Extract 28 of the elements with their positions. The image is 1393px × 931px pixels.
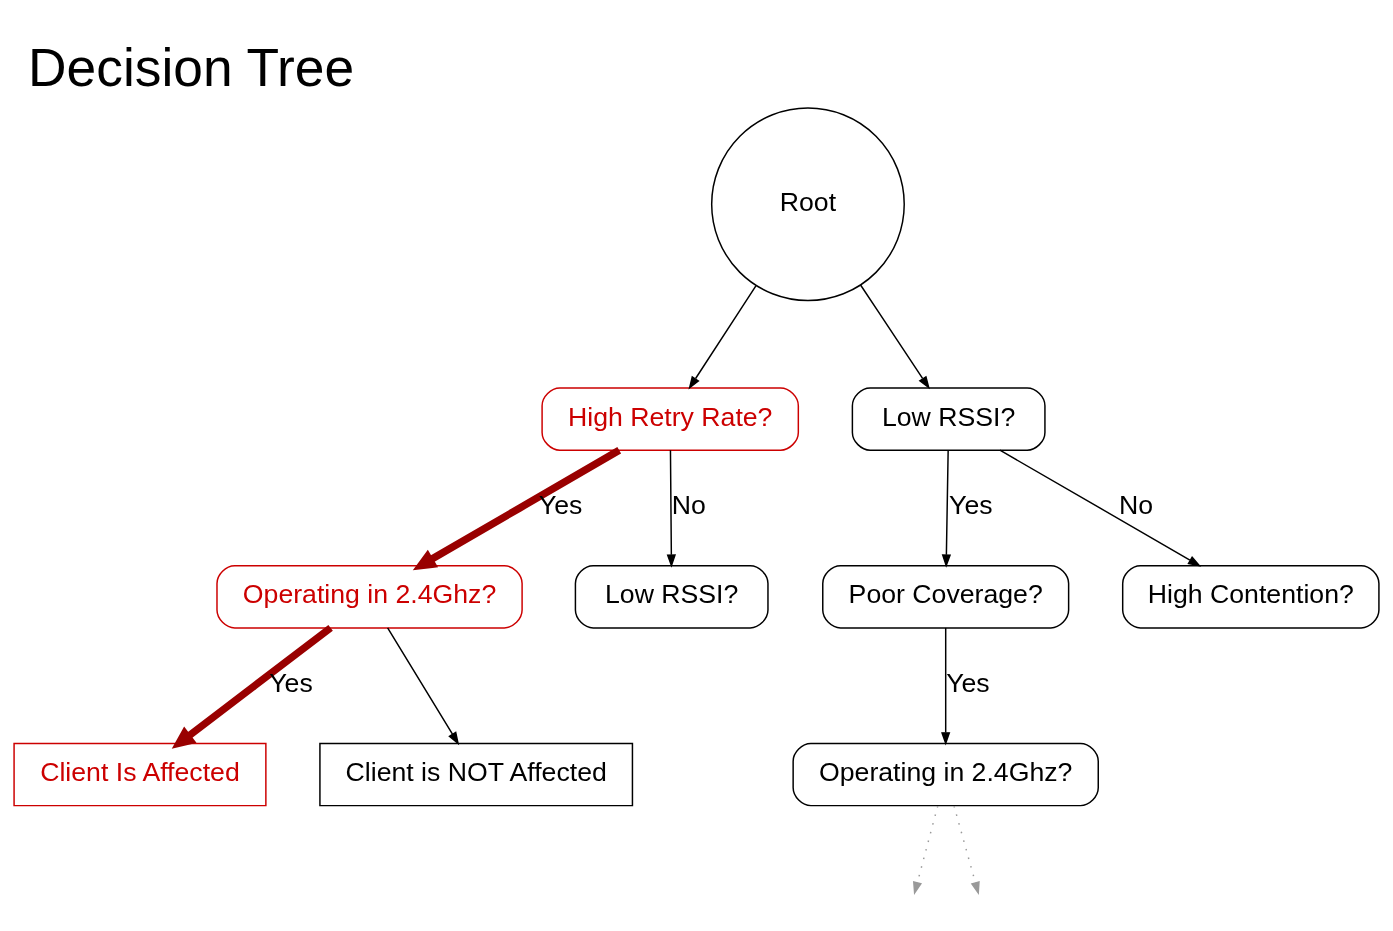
arrow: [941, 449, 952, 568]
edge-label: Yes: [269, 668, 313, 699]
node-box: Low RSSI?: [574, 564, 769, 629]
node-box: Client Is Affected: [13, 742, 267, 807]
edge-label: Yes: [949, 490, 993, 521]
arrow: [941, 627, 951, 746]
node-box: Low RSSI?: [851, 387, 1046, 451]
node-box: Operating in 2.4Ghz?: [216, 564, 523, 629]
node-circle: Root: [710, 107, 905, 302]
node-box: Poor Coverage?: [822, 564, 1070, 629]
arrow: [688, 285, 757, 390]
node-box: High Contention?: [1121, 564, 1380, 629]
arrow: [171, 624, 333, 749]
edge-label: Yes: [538, 490, 583, 521]
arrow: [860, 284, 930, 390]
node-box: Operating in 2.4Ghz?: [792, 742, 1099, 807]
arrow: [666, 449, 676, 568]
arrow: [412, 447, 622, 571]
edge-label: No: [671, 490, 706, 521]
arrow: [386, 627, 460, 746]
edge-label: Yes: [946, 668, 990, 699]
diagram-title: Decision Tree: [28, 37, 355, 97]
node-box: Client is NOT Affected: [319, 742, 634, 807]
arrow: [999, 449, 1202, 567]
arrow: [953, 805, 980, 895]
arrow: [912, 805, 939, 896]
edge-label: No: [1118, 490, 1154, 521]
node-box: High Retry Rate?: [541, 387, 800, 451]
